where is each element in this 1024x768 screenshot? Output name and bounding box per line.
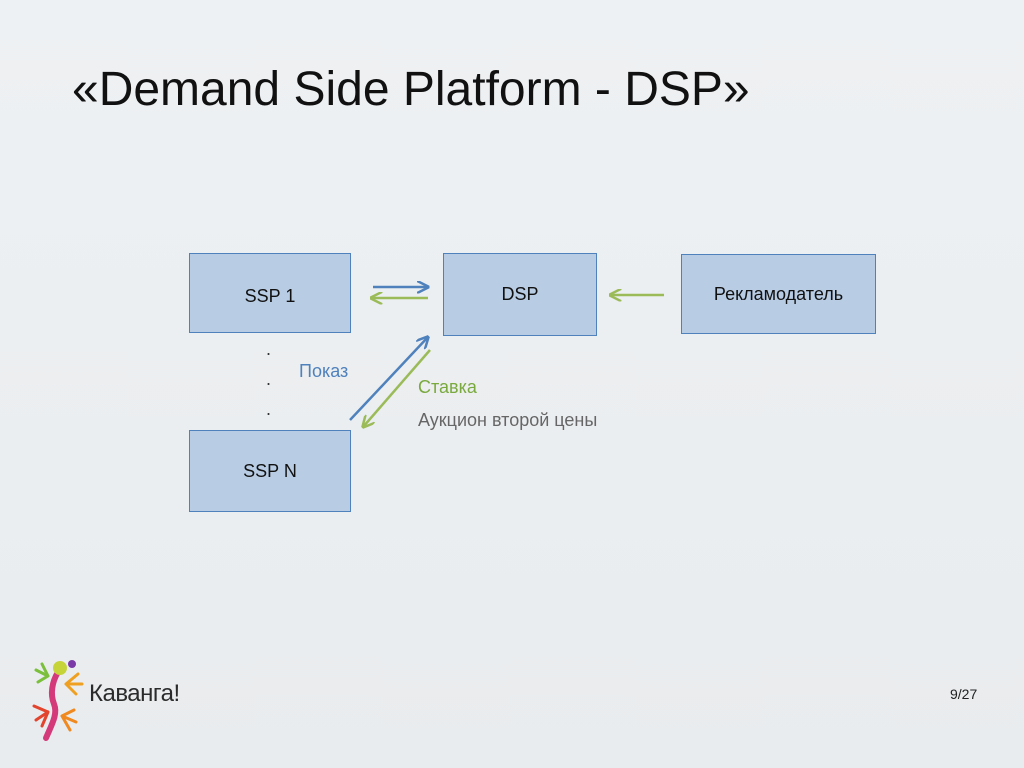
node-advertiser: Рекламодатель xyxy=(681,254,876,334)
gecko-logo-icon xyxy=(32,660,84,741)
label-auction: Аукцион второй цены xyxy=(418,410,598,430)
slide-title: «Demand Side Platform - DSP» xyxy=(72,63,750,116)
brand-name: Каванга! xyxy=(89,680,180,707)
ellipsis-dot: . xyxy=(266,339,272,359)
node-dsp: DSP xyxy=(443,253,597,336)
page-number: 9/27 xyxy=(950,686,978,702)
arrow-sspn-to-dsp xyxy=(349,337,428,421)
ellipsis-dots: . . . xyxy=(266,334,271,424)
node-ssp1-label: SSP 1 xyxy=(244,286,296,306)
label-show: Показ xyxy=(299,361,349,381)
label-bid: Ставка xyxy=(418,377,477,397)
ellipsis-dot: . xyxy=(266,369,272,389)
node-sspn: SSP N xyxy=(189,430,351,512)
node-advertiser-label: Рекламодатель xyxy=(713,283,844,304)
node-ssp1: SSP 1 xyxy=(189,253,351,333)
ellipsis-dot: . xyxy=(266,399,272,419)
node-sspn-label: SSP N xyxy=(243,460,297,481)
node-dsp-label: DSP xyxy=(501,284,539,304)
